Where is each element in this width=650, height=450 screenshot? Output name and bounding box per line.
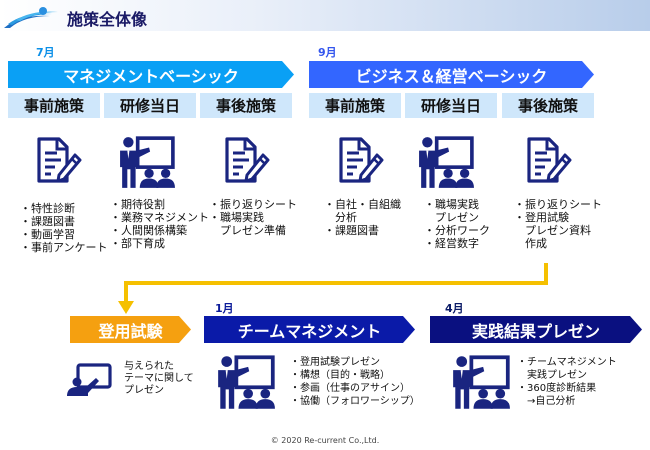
list-item: ・チームマネジメント — [517, 357, 617, 368]
list-item: テーマに関して — [124, 373, 194, 384]
program-2-tab-day: 研修当日 — [405, 93, 497, 118]
program-1-pre-list: ・特性診断 ・課題図書 ・動画学習 ・事前アンケート — [20, 202, 108, 254]
program-2-post-list: ・振り返りシート ・登用試験 プレゼン資料 作成 — [514, 198, 602, 250]
stage-result-list: ・チームマネジメント 実践プレゼン ・360度診断結果 →自己分析 — [517, 356, 617, 408]
list-item: ・振り返りシート — [209, 198, 297, 211]
stage-team-list: ・登用試験プレゼン ・構想（目的・戦略） ・参画（仕事のアサイン） ・協働（フォ… — [290, 356, 420, 408]
list-item: ・課題図書 — [20, 215, 75, 228]
stage-exam-list: 与えられた テーマに関して プレゼン — [124, 361, 194, 397]
list-item: ・人間関係構築 — [110, 224, 187, 237]
stage-team-banner: チームマネジメント — [204, 316, 415, 343]
list-item: ・360度診断結果 — [517, 383, 597, 394]
program-1-tab-day: 研修当日 — [104, 93, 196, 118]
company-logo-icon — [4, 7, 58, 28]
stage-result-month: 4月 — [445, 302, 464, 315]
list-item: プレゼン準備 — [209, 224, 286, 237]
copyright: © 2020 Re-current Co.,Ltd. — [270, 436, 380, 445]
list-item: ・登用試験プレゼン — [290, 357, 380, 368]
list-item: プレゼン資料 — [514, 224, 591, 237]
stage-team-month: 1月 — [215, 302, 234, 315]
list-item: 実践プレゼン — [517, 370, 587, 381]
list-item: ・業務マネジメント — [110, 211, 209, 224]
list-item: ・職場実践 — [209, 211, 264, 224]
list-item: →自己分析 — [517, 396, 576, 407]
list-item: ・参画（仕事のアサイン） — [290, 383, 410, 394]
list-item: 作成 — [514, 237, 547, 250]
stage-result-banner: 実践結果プレゼン — [430, 316, 642, 343]
program-1-banner: マネジメントベーシック — [8, 61, 294, 88]
list-item: ・特性診断 — [20, 202, 75, 215]
program-2-tab-pre: 事前施策 — [309, 93, 401, 118]
list-item: 分析 — [324, 211, 357, 224]
stage-exam-banner: 登用試験 — [70, 316, 191, 343]
presenter-icon — [451, 355, 511, 411]
list-item: プレゼン — [124, 385, 164, 396]
program-1-tab-pre: 事前施策 — [8, 93, 100, 118]
presentation-board-icon — [67, 363, 112, 396]
list-item: ・経営数字 — [424, 237, 479, 250]
list-item: プレゼン — [424, 211, 479, 224]
list-item: ・振り返りシート — [514, 198, 602, 211]
list-item: ・事前アンケート — [20, 241, 108, 254]
program-2-banner: ビジネス＆経営ベーシック — [309, 61, 594, 88]
list-item: 与えられた — [124, 361, 174, 372]
list-item: ・分析ワーク — [424, 224, 490, 237]
program-2-pre-list: ・自社・自組織 分析 ・課題図書 — [324, 198, 401, 237]
list-item: ・協働（フォロワーシップ） — [290, 396, 420, 407]
list-item: ・期待役割 — [110, 198, 165, 211]
program-2-month: 9月 — [318, 46, 337, 59]
header-bar: 施策全体像 — [0, 0, 650, 31]
program-2-tab-post: 事後施策 — [502, 93, 594, 118]
list-item: ・構想（目的・戦略） — [290, 370, 390, 381]
list-item: ・動画学習 — [20, 228, 75, 241]
program-1-tab-post: 事後施策 — [200, 93, 292, 118]
program-2-day-list: ・職場実践 プレゼン ・分析ワーク ・経営数字 — [424, 198, 490, 250]
list-item: ・自社・自組織 — [324, 198, 401, 211]
program-1-post-list: ・振り返りシート ・職場実践 プレゼン準備 — [209, 198, 297, 237]
list-item: ・部下育成 — [110, 237, 165, 250]
presenter-icon — [216, 355, 276, 411]
program-1-month: 7月 — [36, 46, 55, 59]
list-item: ・課題図書 — [324, 224, 379, 237]
program-1-day-list: ・期待役割 ・業務マネジメント ・人間関係構築 ・部下育成 — [110, 198, 209, 250]
page-title: 施策全体像 — [67, 10, 148, 29]
list-item: ・登用試験 — [514, 211, 569, 224]
list-item: ・職場実践 — [424, 198, 479, 211]
